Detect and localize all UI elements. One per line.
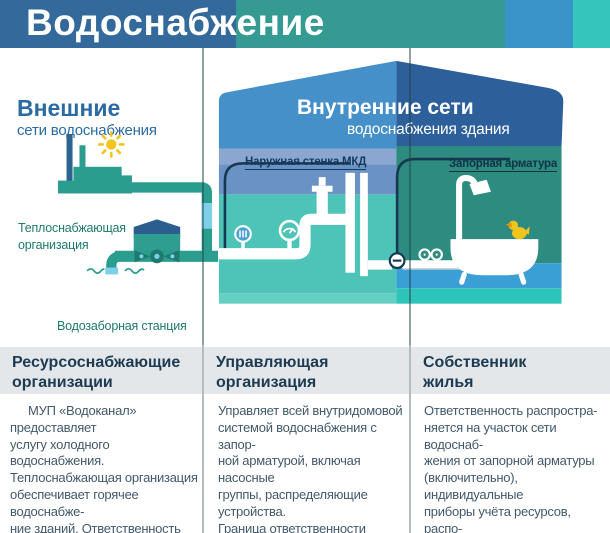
wall-label: Наружная стенка МКД xyxy=(245,156,367,170)
section-body-homeowner: Ответственность распростра- няется на уч… xyxy=(424,403,598,533)
bathtub-icon xyxy=(450,239,539,285)
section-heading-management-org: Управляющая организация xyxy=(204,347,409,394)
section-heading-homeowner: Собственник жилья xyxy=(411,347,610,394)
illustration xyxy=(57,60,564,304)
pump-valve-icon xyxy=(134,249,180,264)
external-networks-title: Внешние сети водоснабжения xyxy=(17,95,157,139)
header-bar-turquoise xyxy=(573,0,610,48)
header-bar-teal xyxy=(236,0,505,48)
external-title-main: Внешние xyxy=(17,95,121,121)
header-bar-navy xyxy=(0,0,236,48)
section-body-management-org: Управляет всей внутридомовой системой во… xyxy=(218,403,403,533)
shutoff-valve-icon xyxy=(388,252,406,270)
wall-boundary-line xyxy=(223,162,350,250)
water-intake-tank-icon xyxy=(133,219,181,252)
divider-right xyxy=(409,48,411,345)
divider-left xyxy=(202,48,204,345)
heat-org-label: Теплоснабжающая организация xyxy=(18,221,126,252)
divider-right-lower xyxy=(409,345,411,533)
heat-plant-icon xyxy=(57,134,132,194)
internal-title-sub: водоснабжения здания xyxy=(347,121,510,138)
divider-left-lower xyxy=(202,345,204,533)
section-body-resource-orgs: МУП «Водоканал» предоставляет услугу хол… xyxy=(10,403,198,533)
internal-title-main: Внутренние сети xyxy=(297,96,474,119)
external-title-sub: сети водоснабжения xyxy=(17,122,157,139)
shower-icon xyxy=(456,174,491,241)
rubber-duck-icon xyxy=(505,220,530,240)
indoor-pipes xyxy=(218,172,392,277)
valve-boundary-line xyxy=(395,157,510,255)
header-bar-blue xyxy=(505,0,573,48)
sun-icon xyxy=(97,131,125,158)
water-meter-gauge-icon xyxy=(234,225,252,250)
section-heading-resource-orgs: Ресурсоснабжающие организации xyxy=(0,347,202,394)
pressure-gauge-icon xyxy=(278,219,301,250)
internal-networks-title: Внутренние сети водоснабжения здания xyxy=(297,97,510,138)
valve-label: Запорная арматура xyxy=(449,158,558,172)
faucet-handles-icon xyxy=(418,248,443,265)
intake-station-label: Водозаборная станция xyxy=(57,319,187,333)
page-title: Водоснабжение xyxy=(26,2,325,43)
